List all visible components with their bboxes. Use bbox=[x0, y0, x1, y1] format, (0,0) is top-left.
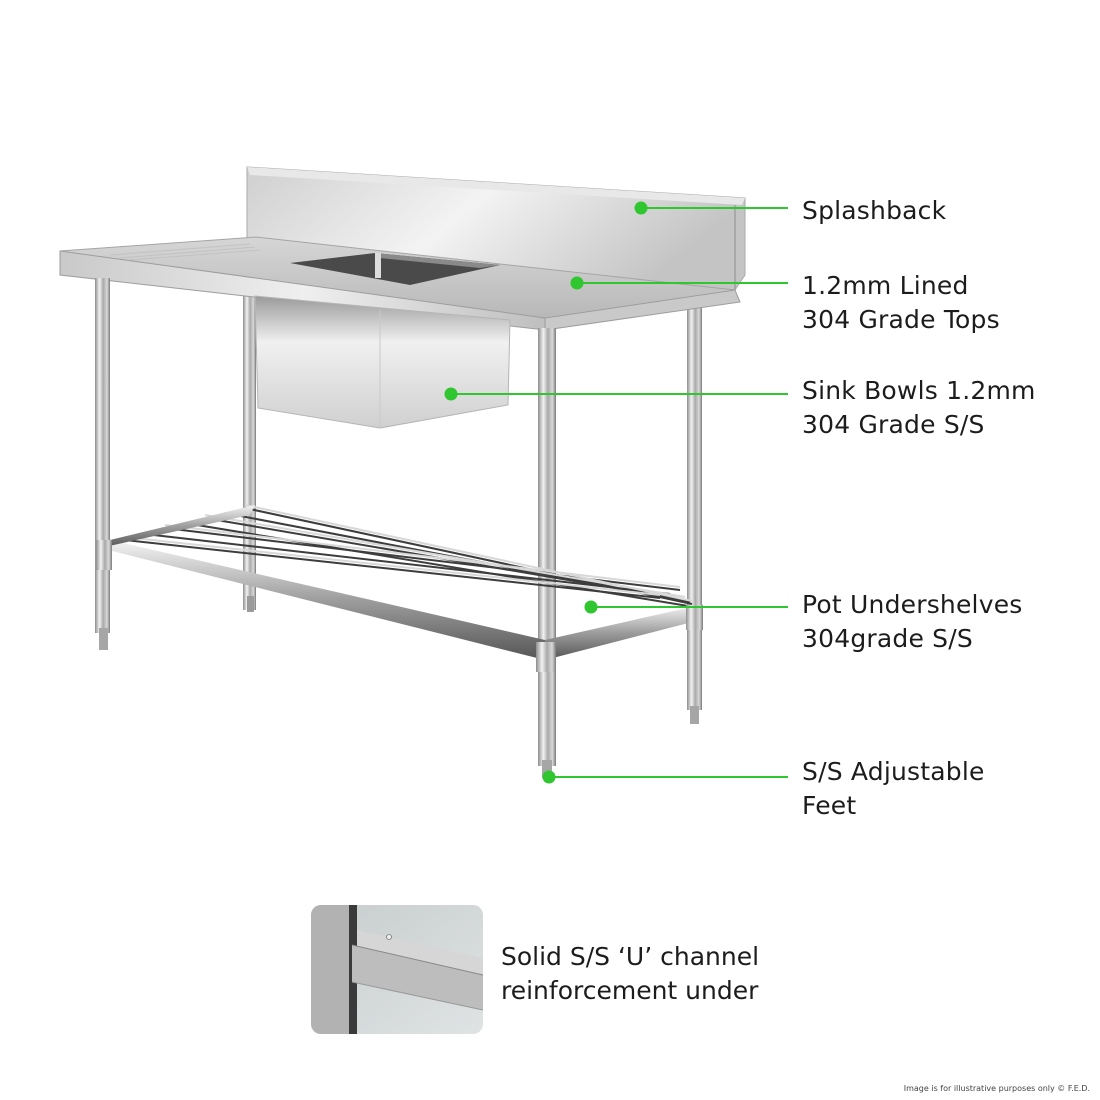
callout-tops: 1.2mm Lined 304 Grade Tops bbox=[802, 269, 1000, 337]
callout-feet-line-1: S/S Adjustable bbox=[802, 757, 985, 786]
callout-splashback: Splashback bbox=[802, 194, 946, 228]
u-channel-caption: Solid S/S ‘U’ channel reinforcement unde… bbox=[501, 940, 759, 1008]
callout-splashback-line-1: Splashback bbox=[802, 196, 947, 225]
u-channel-detail-thumbnail bbox=[311, 905, 483, 1034]
callout-lines bbox=[444, 201, 788, 784]
u-channel-caption-line-1: Solid S/S ‘U’ channel bbox=[501, 942, 760, 971]
callout-feet: S/S Adjustable Feet bbox=[802, 755, 985, 823]
disclaimer-text: Image is for illustrative purposes only … bbox=[903, 1084, 1090, 1093]
callout-sink-bowls-line-1: Sink Bowls 1.2mm bbox=[802, 376, 1036, 405]
callout-dot-undershelves bbox=[584, 600, 598, 614]
callout-dot-sink-bowls bbox=[444, 387, 458, 401]
callout-undershelves: Pot Undershelves 304grade S/S bbox=[802, 588, 1023, 656]
callout-undershelves-line-2: 304grade S/S bbox=[802, 624, 973, 653]
callout-sink-bowls-line-2: 304 Grade S/S bbox=[802, 410, 985, 439]
callout-dot-splashback bbox=[634, 201, 648, 215]
callout-tops-line-2: 304 Grade Tops bbox=[802, 305, 1000, 334]
callout-dot-feet bbox=[542, 770, 556, 784]
callout-feet-line-2: Feet bbox=[802, 791, 857, 820]
pot-undershelf bbox=[96, 504, 703, 672]
callout-undershelves-line-1: Pot Undershelves bbox=[802, 590, 1023, 619]
u-channel-caption-line-2: reinforcement under bbox=[501, 976, 759, 1005]
callout-sink-bowls: Sink Bowls 1.2mm 304 Grade S/S bbox=[802, 374, 1036, 442]
callout-dot-tops bbox=[570, 276, 584, 290]
callout-tops-line-1: 1.2mm Lined bbox=[802, 271, 969, 300]
